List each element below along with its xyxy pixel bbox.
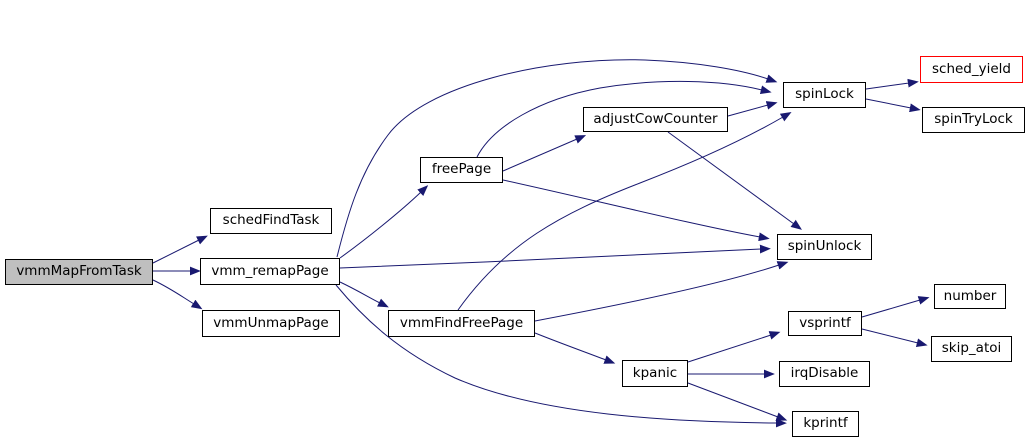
node-adjustCowCounter[interactable]: adjustCowCounter [583,107,728,132]
edge-vmmFindFreePage-spinLock [457,112,792,311]
node-vmmUnmapPage[interactable]: vmmUnmapPage [202,310,340,337]
edge-vmm_remapPage-vmmFindFreePage [339,281,389,308]
edge-spinLock-spinTryLock [865,98,921,113]
edge-kpanic-vsprintf [687,331,781,363]
node-vmm_remapPage[interactable]: vmm_remapPage [200,258,340,285]
edge-vmm_remapPage-kprintf [335,284,787,428]
node-vmmMapFromTask: vmmMapFromTask [5,259,153,285]
edge-vmmMapFromTask-vmmUnmapPage [152,279,203,310]
node-number[interactable]: number [934,284,1006,309]
node-spinLock[interactable]: spinLock [783,82,866,108]
node-spinUnlock[interactable]: spinUnlock [777,234,872,260]
edge-vmmMapFromTask-schedFindTask [152,235,208,264]
node-irqDisable[interactable]: irqDisable [779,361,870,387]
edge-vmm_remapPage-spinLock [336,59,778,258]
edge-kpanic-kprintf [687,382,788,421]
edge-vmm_remapPage-spinUnlock [339,244,771,269]
node-vmmFindFreePage[interactable]: vmmFindFreePage [388,310,535,337]
edge-vsprintf-number [861,296,930,318]
edge-freePage-adjustCowCounter [502,135,587,172]
node-freePage[interactable]: freePage [420,157,503,183]
node-vsprintf[interactable]: vsprintf [788,311,862,336]
node-sched_yield[interactable]: sched_yield [920,56,1023,83]
edge-vsprintf-skip_atoi [861,328,928,348]
edge-vmm_remapPage-freePage [339,185,429,259]
node-schedFindTask[interactable]: schedFindTask [210,208,332,234]
edge-vmmFindFreePage-spinUnlock [534,261,789,322]
edge-freePage-spinUnlock [502,179,770,242]
edge-adjustCowCounter-spinUnlock [667,131,802,230]
node-kpanic[interactable]: kpanic [622,360,688,387]
edge-freePage-spinLock [476,80,772,158]
node-skip_atoi[interactable]: skip_atoi [931,336,1012,362]
node-spinTryLock[interactable]: spinTryLock [922,107,1025,133]
edge-vmmFindFreePage-kpanic [534,332,616,364]
node-kprintf[interactable]: kprintf [792,411,859,437]
edge-spinLock-sched_yield [865,78,919,90]
edge-adjustCowCounter-spinLock [727,101,778,117]
